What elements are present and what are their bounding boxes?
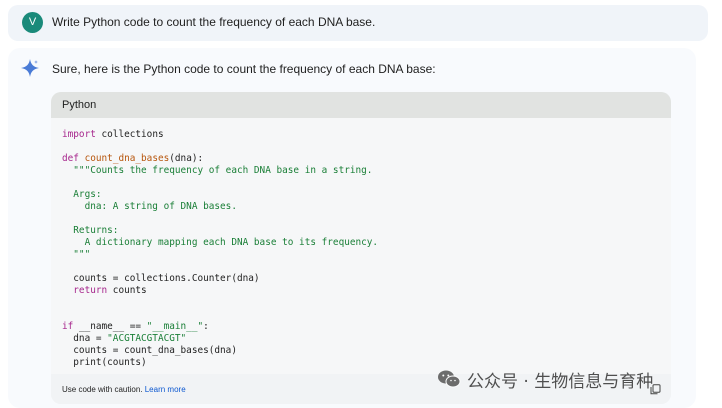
scrollbar[interactable] [716, 0, 722, 408]
code-block: Python import collections def count_dna_… [51, 92, 671, 404]
code-line: A dictionary mapping each DNA base to it… [62, 237, 379, 248]
caution-notice: Use code with caution. Learn more [62, 385, 186, 394]
code-line: def count_dna_bases(dna): [62, 153, 204, 164]
code-line: dna: A string of DNA bases. [62, 201, 237, 212]
code-line: import collections [62, 129, 164, 140]
code-line: """Counts the frequency of each DNA base… [62, 165, 373, 176]
code-line: print(counts) [62, 357, 147, 368]
code-line: Args: [62, 189, 102, 200]
code-footer: Use code with caution. Learn more [51, 374, 671, 404]
user-prompt-text: Write Python code to count the frequency… [52, 15, 376, 29]
learn-more-link[interactable]: Learn more [144, 385, 186, 394]
watermark-text: 公众号 · 生物信息与育种 [467, 371, 654, 392]
code-line: counts = count_dna_bases(dna) [62, 345, 237, 356]
code-language-label: Python [51, 92, 671, 118]
code-line: """ [62, 249, 91, 260]
gemini-sparkle-icon [21, 59, 39, 77]
code-body[interactable]: import collections def count_dna_bases(d… [51, 118, 671, 374]
user-prompt-bar [8, 5, 708, 41]
response-intro-text: Sure, here is the Python code to count t… [52, 62, 436, 76]
code-line: return counts [62, 285, 147, 296]
user-avatar[interactable]: V [22, 12, 43, 33]
code-line: dna = "ACGTACGTACGT" [62, 333, 187, 344]
code-line: counts = collections.Counter(dna) [62, 273, 260, 284]
wechat-icon [438, 370, 461, 388]
watermark: 公众号 · 生物信息与育种 [437, 367, 654, 392]
code-line: if __name__ == "__main__": [62, 321, 209, 332]
copy-icon[interactable] [650, 384, 661, 395]
code-line: Returns: [62, 225, 119, 236]
